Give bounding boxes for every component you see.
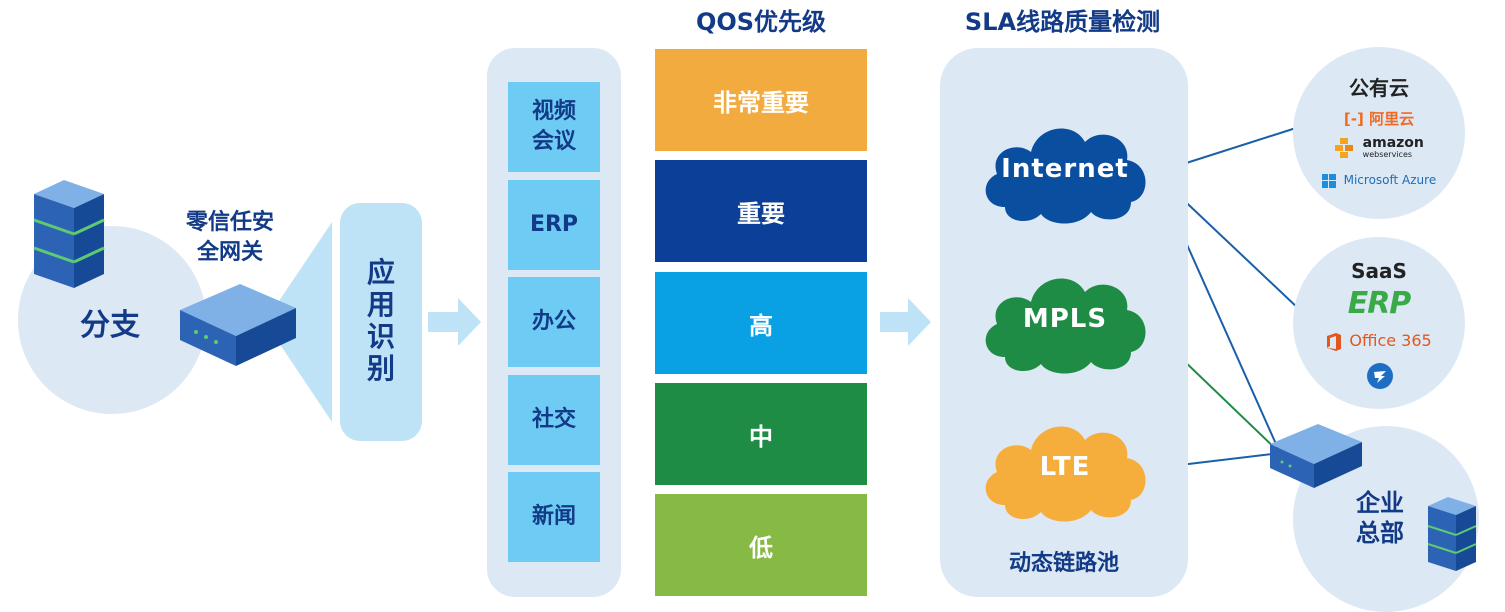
hq-label-line1: 企业 [1356,489,1404,517]
gateway-label-line2: 全网关 [196,240,263,265]
app-category-news: 新闻 [508,472,600,562]
app-category-label: 办公 [531,309,576,334]
app-identification-char-3: 识 [366,320,395,353]
app-identification-label: 应 用 识 别 [340,257,422,385]
app-category-label: 社交 [531,407,576,432]
app-category-office: 办公 [508,277,600,367]
qos-level-important: 重要 [655,160,867,262]
branch-label: 分支 [80,308,140,343]
qos-level-label: 低 [749,533,773,562]
aliyun-logo: [-] 阿里云 [1293,108,1465,129]
hq-label-line2: 总部 [1356,519,1404,547]
app-category-label-line2: 会议 [531,129,576,154]
qos-level-label: 高 [749,311,773,340]
gateway-label: 零信任安 全网关 [170,208,290,268]
qos-level-low: 低 [655,494,867,596]
aliyun-mark-icon: [-] [1343,110,1364,128]
aws-cubes-icon [1335,138,1354,158]
aws-logo: amazon webservices [1293,135,1465,159]
mpls-cloud-icon [985,278,1146,374]
gateway-device-icon [180,284,296,366]
hq-gateway-device-icon [1270,424,1362,488]
internet-cloud-label: Internet [1001,154,1129,184]
app-identification-char-4: 别 [366,352,395,385]
aliyun-label: 阿里云 [1369,110,1415,128]
app-identification-box [340,203,422,441]
qos-level-high: 高 [655,272,867,374]
mpls-cloud-label: MPLS [1022,304,1108,334]
link-pool-label: 动态链路池 [1008,551,1119,576]
azure-label: Microsoft Azure [1343,173,1437,187]
sla-title: SLA线路质量检测 [964,8,1161,36]
saas-erp-logo: ERP [1347,286,1412,321]
public-cloud-title: 公有云 [1349,76,1409,100]
app-category-social: 社交 [508,375,600,465]
branch-server-icon [33,180,105,288]
office365-logo: Office 365 [1293,331,1465,351]
qos-level-label: 重要 [737,199,785,228]
azure-logo: Microsoft Azure [1293,173,1465,188]
aws-main-label: amazon [1362,135,1424,151]
gateway-label-line1: 零信任安 [185,210,274,235]
internet-cloud-icon [985,128,1146,224]
app-category-label: 新闻 [531,504,576,529]
app-category-erp: ERP [508,180,600,270]
dingtalk-icon [1367,363,1393,389]
qos-level-label: 中 [749,422,773,451]
flow-arrow-2 [880,298,931,346]
app-identification-char-2: 用 [366,288,395,321]
app-category-label: ERP [529,212,579,237]
identification-beam [265,222,332,422]
office365-label: Office 365 [1349,331,1432,350]
hq-server-icon [1427,497,1477,571]
app-category-video-conference: 视频 会议 [508,82,600,172]
public-cloud-circle [1293,47,1465,219]
qos-title: QOS优先级 [695,8,827,36]
flow-arrow-1 [428,298,481,346]
qos-level-very-important: 非常重要 [655,49,867,151]
app-identification-char-1: 应 [366,256,395,289]
office-icon [1327,332,1342,351]
windows-logo-icon [1321,173,1336,188]
qos-level-label: 非常重要 [713,88,809,117]
lte-cloud-label: LTE [1039,452,1091,482]
qos-level-medium: 中 [655,383,867,485]
lte-cloud-icon [985,426,1146,522]
hq-label: 企业 总部 [1345,488,1415,548]
saas-title: SaaS [1351,259,1407,283]
aws-sub-label: webservices [1362,150,1413,159]
app-category-label-line1: 视频 [531,99,576,124]
